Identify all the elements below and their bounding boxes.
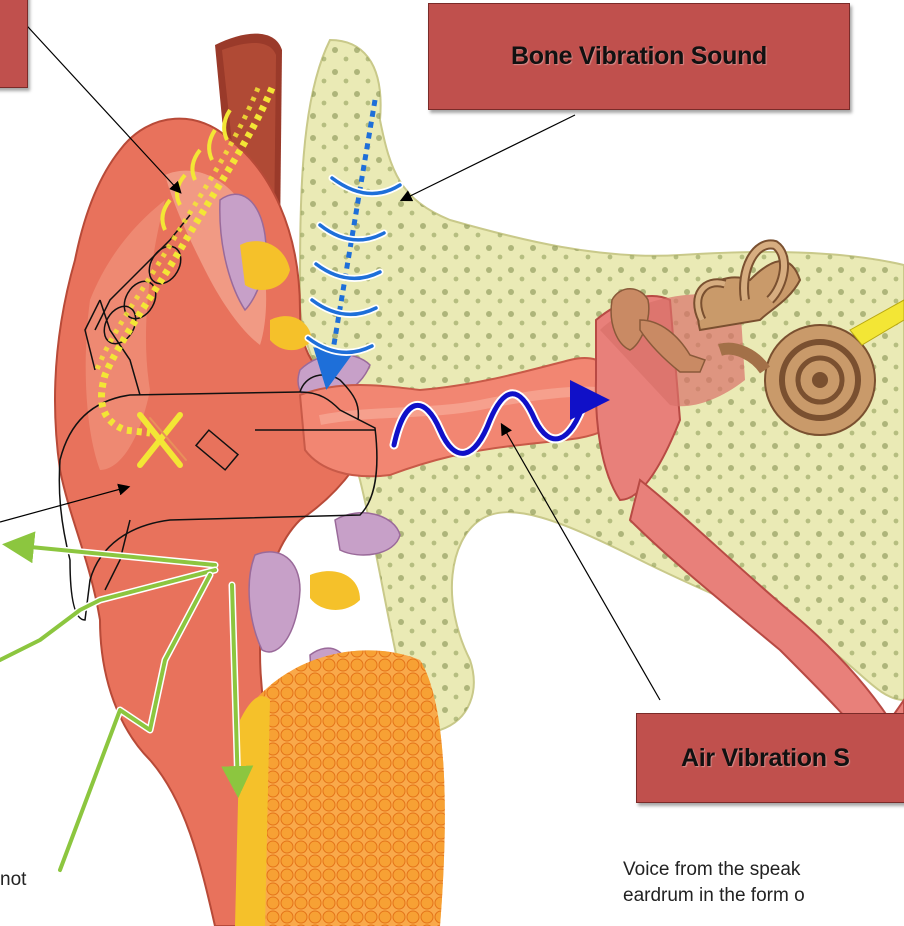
leader-line-topleft (5, 2, 180, 192)
leader-line-bone (402, 115, 575, 200)
air-vibration-label-text: Air Vibration S (681, 744, 850, 773)
air-vibration-label: Air Vibration S (636, 713, 904, 803)
caption-left: not (0, 867, 26, 893)
caption-right-line1: Voice from the speak (623, 857, 805, 883)
label-box-topleft (0, 0, 28, 88)
fat-lower (310, 571, 360, 610)
caption-right: Voice from the speak eardrum in the form… (623, 857, 805, 909)
caption-right-line2: eardrum in the form o (623, 883, 805, 909)
cartilage-lower (249, 552, 300, 652)
bone-vibration-label-text: Bone Vibration Sound (511, 42, 767, 71)
bone-vibration-label: Bone Vibration Sound (428, 3, 850, 110)
